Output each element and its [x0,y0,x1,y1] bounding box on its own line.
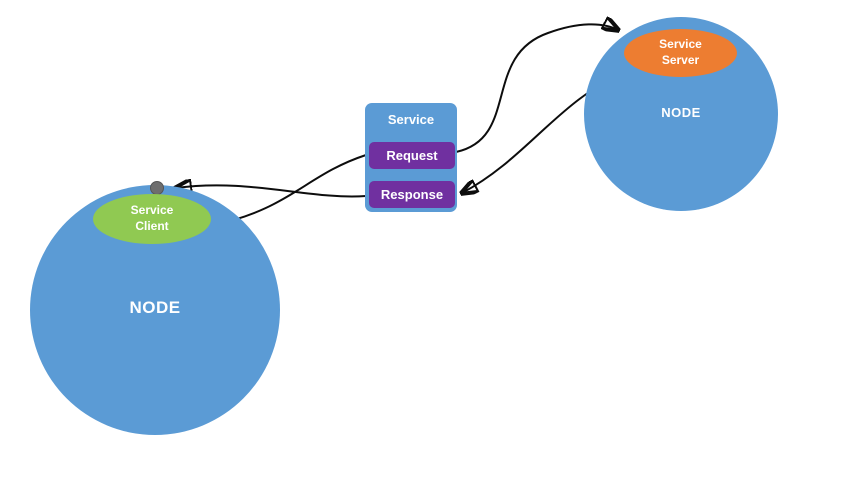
request-box: Request [369,142,455,169]
client-node-label: NODE [129,298,181,317]
service-client-label: Service Client [130,203,174,233]
service-client-ellipse: Service Client [93,194,211,244]
response-box: Response [369,181,455,208]
service-server-ellipse: Service Server [624,29,737,77]
service-box-title: Service [387,112,435,127]
service-server-label: Service Server [659,37,702,67]
connection-dot-icon [150,181,164,195]
service-box: Service Request Response [365,103,457,212]
server-node-label: NODE [661,105,701,120]
